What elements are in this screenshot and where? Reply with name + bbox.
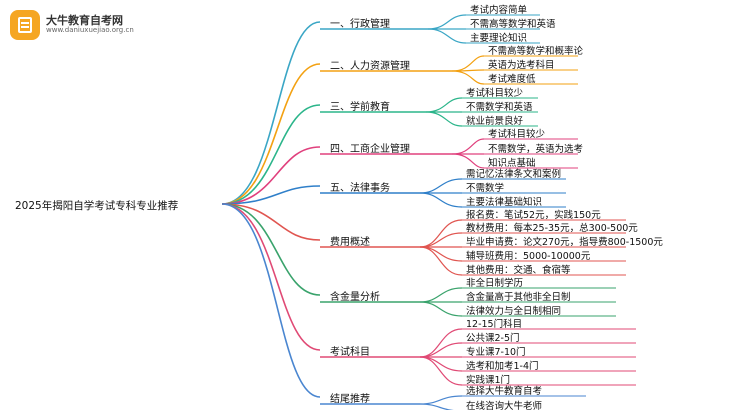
leaf-label: 不需数学和英语: [466, 102, 533, 113]
leaf-connector: [427, 14, 467, 30]
leaf-label: 选考和加考1-4门: [466, 361, 539, 372]
branch-label: 三、学前教育: [330, 102, 390, 113]
leaf-label: 就业前景良好: [466, 116, 524, 127]
leaf-label: 其他费用：交通、食宿等: [466, 265, 571, 276]
leaf-label: 不需高等数学和概率论: [488, 46, 584, 57]
branch-label: 二、人力资源管理: [330, 61, 410, 72]
leaf-label: 含金量高于其他非全日制: [466, 292, 571, 303]
branch-label: 结尾推荐: [330, 394, 370, 405]
leaf-connector: [419, 287, 463, 303]
leaf-label: 考试科目较少: [488, 129, 546, 140]
leaf-label: 非全日制学历: [466, 278, 524, 289]
leaf-connector: [451, 153, 485, 169]
leaf-label: 教材费用：每本25-35元，总300-500元: [466, 223, 638, 234]
branch-label: 一、行政管理: [330, 19, 390, 30]
branch-connector: [221, 21, 321, 205]
leaf-connector: [419, 192, 463, 208]
branch-label: 费用概述: [330, 237, 370, 248]
leaf-connector: [427, 28, 467, 44]
leaf-label: 实践课1门: [466, 375, 511, 386]
leaf-label: 考试难度低: [488, 74, 536, 85]
branch-connector: [221, 203, 321, 351]
leaf-label: 不需数学，英语为选考: [488, 144, 584, 155]
leaf-connector: [419, 232, 463, 248]
leaf-label: 12-15门科目: [466, 319, 523, 330]
leaf-label: 需记忆法律条文和案例: [466, 169, 562, 180]
branch-connector: [221, 203, 321, 296]
branch-connector: [221, 63, 321, 205]
branch-connector: [221, 203, 321, 241]
root-topic: 2025年揭阳自学考试专科专业推荐: [15, 200, 179, 212]
leaf-label: 专业课7-10门: [466, 347, 526, 358]
branch-label: 考试科目: [330, 347, 370, 358]
leaf-label: 不需数学: [466, 183, 505, 194]
leaf-connector: [419, 246, 463, 276]
leaf-connector: [425, 111, 463, 127]
leaf-connector: [451, 55, 485, 72]
branch-connector: [221, 104, 321, 205]
leaf-label: 不需高等数学和英语: [470, 19, 556, 30]
leaf-connector: [419, 178, 463, 194]
leaf-label: 主要理论知识: [470, 33, 528, 44]
leaf-connector: [419, 356, 463, 372]
logo-url: www.daniuxuejiao.org.cn: [46, 26, 134, 35]
logo: 大牛教育自考网 www.daniuxuejiao.org.cn: [10, 10, 134, 40]
branch-label: 四、工商企业管理: [330, 144, 410, 155]
leaf-connector: [425, 97, 463, 113]
leaf-label: 考试科目较少: [466, 88, 524, 99]
leaf-connector: [419, 301, 463, 317]
leaf-label: 知识点基础: [488, 158, 536, 169]
leaf-connector: [419, 246, 463, 262]
book-icon: [10, 10, 40, 40]
branch-label: 含金量分析: [330, 292, 380, 303]
logo-name: 大牛教育自考网: [46, 14, 123, 28]
leaf-label: 英语为选考科目: [488, 60, 555, 71]
leaf-connector: [419, 356, 463, 386]
leaf-connector: [419, 403, 455, 410]
leaf-label: 在线咨询大牛老师: [466, 401, 543, 412]
leaf-label: 考试内容简单: [470, 5, 528, 16]
branch-label: 五、法律事务: [330, 183, 390, 194]
branch-connector: [221, 185, 321, 205]
leaf-label: 选择大牛教育自考: [466, 386, 543, 397]
leaf-label: 主要法律基础知识: [466, 197, 543, 208]
leaf-label: 法律效力与全日制相同: [466, 306, 562, 317]
leaf-label: 辅导班费用：5000-10000元: [466, 251, 591, 262]
leaf-connector: [451, 70, 485, 85]
leaf-connector: [419, 395, 463, 405]
branch-connector: [221, 146, 321, 205]
leaf-connector: [451, 138, 485, 155]
leaf-connector: [419, 342, 463, 358]
branch-connector: [221, 203, 321, 398]
leaf-label: 毕业申请费：论文270元，指导费800-1500元: [466, 237, 663, 248]
leaf-label: 公共课2-5门: [466, 333, 520, 344]
leaf-label: 报名费：笔试52元，实践150元: [466, 210, 601, 221]
